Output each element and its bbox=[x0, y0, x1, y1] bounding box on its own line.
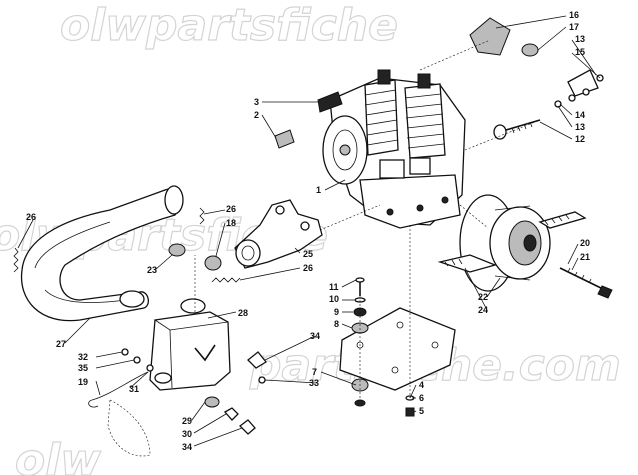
callout-8: 8 bbox=[334, 319, 339, 329]
engine-mount-2 bbox=[274, 129, 295, 149]
rivet-31 bbox=[146, 364, 154, 372]
callout-13-top: 13 bbox=[575, 34, 585, 44]
callout-3: 3 bbox=[254, 97, 259, 107]
washer-34-top bbox=[247, 351, 267, 369]
callout-16: 16 bbox=[569, 10, 579, 20]
callout-35: 35 bbox=[78, 363, 88, 373]
clutch-bolt-21 bbox=[559, 267, 613, 299]
drive-clutch bbox=[459, 194, 551, 292]
seal-18 bbox=[204, 255, 222, 271]
callout-23: 23 bbox=[147, 265, 157, 275]
callout-7: 7 bbox=[312, 367, 317, 377]
callout-20: 20 bbox=[580, 238, 590, 248]
callout-32: 32 bbox=[78, 352, 88, 362]
engine-mount-16 bbox=[469, 17, 511, 56]
seal-23 bbox=[168, 243, 186, 257]
callout-34-top: 34 bbox=[310, 331, 320, 341]
callout-4: 4 bbox=[419, 380, 424, 390]
callout-12: 12 bbox=[575, 134, 585, 144]
callout-26-mid: 26 bbox=[303, 263, 313, 273]
engine-bracket-3 bbox=[317, 91, 343, 113]
callout-24: 24 bbox=[478, 305, 488, 315]
assembly-lines bbox=[194, 39, 541, 400]
callout-18: 18 bbox=[226, 218, 236, 228]
mount-plate-4 bbox=[339, 307, 456, 391]
bracket-15 bbox=[567, 69, 599, 97]
callout-11: 11 bbox=[329, 282, 339, 292]
callout-19: 19 bbox=[78, 377, 88, 387]
callout-30: 30 bbox=[182, 429, 192, 439]
callout-29: 29 bbox=[182, 416, 192, 426]
nut-5 bbox=[405, 407, 415, 417]
callout-28: 28 bbox=[238, 308, 248, 318]
exhaust-manifold-25 bbox=[234, 199, 323, 269]
mount-grommet-17 bbox=[521, 43, 539, 57]
drive-belt-24 bbox=[437, 211, 587, 273]
callout-5: 5 bbox=[419, 406, 424, 416]
watermark-top: olwpartsfiche bbox=[60, 0, 398, 51]
cable-19 bbox=[91, 371, 149, 401]
engine-block bbox=[322, 69, 466, 229]
callout-13-bottom: 13 bbox=[575, 122, 585, 132]
spring-26-mid bbox=[211, 277, 241, 283]
callout-1: 1 bbox=[316, 185, 321, 195]
callout-17: 17 bbox=[569, 22, 579, 32]
callout-33: 33 bbox=[309, 378, 319, 388]
callout-labels: 1 2 3 4 5 6 7 8 9 10 11 12 13 13 14 15 1… bbox=[26, 10, 590, 452]
belly-pan-outline bbox=[107, 399, 151, 457]
callout-26-top: 26 bbox=[226, 204, 236, 214]
callout-21: 21 bbox=[580, 252, 590, 262]
callout-26-left: 26 bbox=[26, 212, 36, 222]
callout-14: 14 bbox=[575, 110, 585, 120]
callout-27: 27 bbox=[56, 339, 66, 349]
watermark-bottom: olw bbox=[15, 435, 101, 475]
callout-34-bottom: 34 bbox=[182, 442, 192, 452]
callout-31: 31 bbox=[129, 384, 139, 394]
nut-30 bbox=[223, 407, 239, 421]
washer-33 bbox=[258, 376, 266, 384]
callout-10: 10 bbox=[329, 294, 339, 304]
callout-22: 22 bbox=[478, 292, 488, 302]
callout-6: 6 bbox=[419, 393, 424, 403]
spring-26-left bbox=[13, 247, 19, 273]
bolt-12 bbox=[493, 119, 541, 140]
callout-9: 9 bbox=[334, 307, 339, 317]
callout-2: 2 bbox=[254, 110, 259, 120]
callout-15: 15 bbox=[575, 47, 585, 57]
exhaust-pipe-27 bbox=[20, 185, 184, 322]
muffler-28 bbox=[149, 298, 231, 391]
leader-lines bbox=[17, 15, 601, 447]
grommet-29 bbox=[204, 396, 220, 408]
callout-25: 25 bbox=[303, 249, 313, 259]
washer-34-bottom bbox=[239, 419, 256, 435]
spring-26-top bbox=[199, 207, 205, 225]
